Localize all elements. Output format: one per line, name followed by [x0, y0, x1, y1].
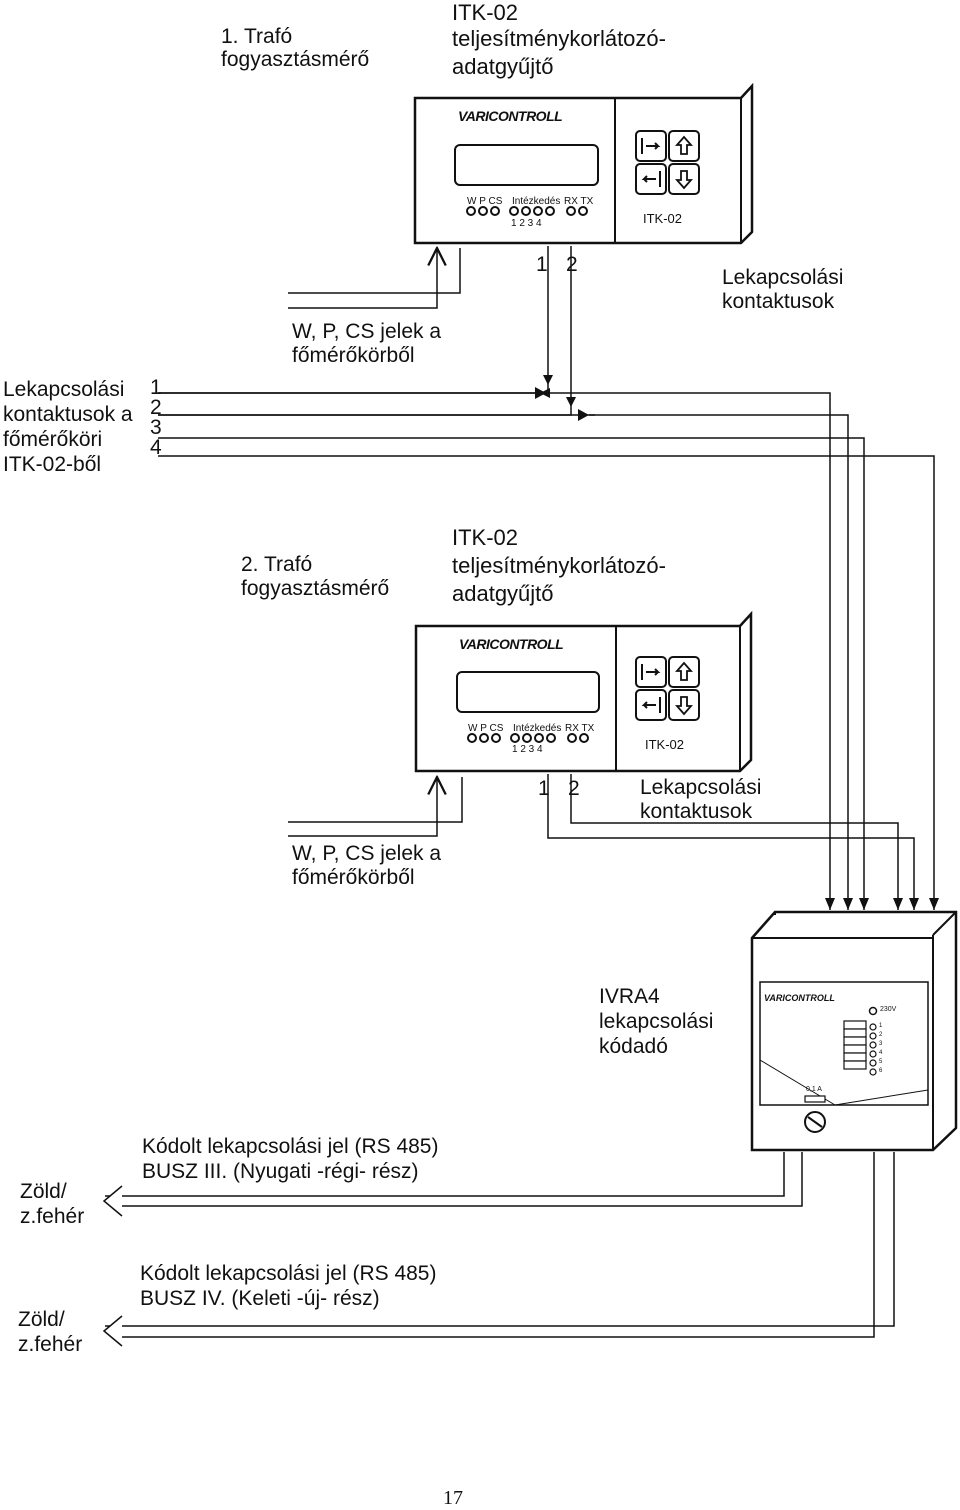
ivra-row-1: 1 — [879, 1023, 883, 1029]
brand-logo-1: VARICONTROLL — [458, 108, 563, 124]
display-1 — [454, 144, 599, 186]
model-label-1: ITK-02 — [643, 211, 683, 226]
ivra-row-6: 6 — [879, 1068, 883, 1074]
nav-buttons-2 — [635, 656, 700, 721]
led-numbers-1: 1 2 3 4 — [511, 218, 542, 229]
itk2-title: ITK-02 — [452, 525, 519, 550]
trafo2-title: 2. Trafó — [241, 553, 313, 576]
line-num-1: 1 — [150, 376, 162, 399]
signals2-line1: W, P, CS jelek a — [292, 842, 442, 865]
ivra4-unit — [750, 910, 958, 1152]
bus4-color1: Zöld/ — [18, 1308, 65, 1331]
contact2-2-num: 2 — [568, 777, 580, 800]
itk02-unit-2 — [414, 610, 753, 773]
contacts2-line2: kontaktusok — [640, 800, 753, 823]
nav-buttons-1 — [635, 130, 700, 195]
ivra-line3: kódadó — [599, 1035, 668, 1058]
main-contacts-line2: kontaktusok a — [3, 403, 133, 426]
ivra-row-3: 3 — [879, 1041, 883, 1047]
itk1-line3: adatgyűjtő — [452, 54, 554, 79]
led-label-wpcs-1: W P CS — [467, 196, 503, 207]
bus3-line1: Kódolt lekapcsolási jel (RS 485) — [142, 1135, 439, 1158]
led-label-wpcs-2: W P CS — [468, 723, 504, 734]
page-number: 17 — [443, 1487, 463, 1509]
signals2-line2: főmérőkörből — [292, 866, 415, 889]
trafo2-subtitle: fogyasztásmérő — [241, 577, 390, 600]
itk1-title: ITK-02 — [452, 0, 519, 25]
bus3-color2: z.fehér — [20, 1205, 85, 1228]
signals1-line1: W, P, CS jelek a — [292, 320, 442, 343]
main-contacts-line1: Lekapcsolási — [3, 378, 125, 401]
ivra-230v: 230V — [880, 1006, 897, 1013]
contact2-num: 2 — [566, 253, 578, 276]
model-label-2: ITK-02 — [645, 737, 685, 752]
display-2 — [456, 671, 600, 713]
line-num-4: 4 — [150, 436, 162, 459]
brand-logo-2: VARICONTROLL — [459, 636, 564, 652]
ivra-switches — [843, 1020, 867, 1070]
main-contacts-line3: főmérőköri — [3, 428, 103, 451]
contacts2-line1: Lekapcsolási — [640, 776, 762, 799]
bus4-line1: Kódolt lekapcsolási jel (RS 485) — [140, 1262, 437, 1285]
ivra-title: IVRA4 — [599, 985, 660, 1008]
itk02-unit-1 — [413, 82, 754, 245]
led-label-intez-1: Intézkedés — [512, 196, 561, 207]
led-label-intez-2: Intézkedés — [513, 723, 562, 734]
ivra-row-4: 4 — [879, 1050, 883, 1056]
itk2-line3: adatgyűjtő — [452, 581, 554, 606]
bus3-line2: BUSZ III. (Nyugati -régi- rész) — [142, 1160, 419, 1183]
fuse-icon — [804, 1095, 826, 1103]
signals1-line2: főmérőkörből — [292, 344, 415, 367]
main-contacts-line4: ITK-02-ből — [3, 453, 102, 476]
ivra-row-5: 5 — [879, 1059, 883, 1065]
line-num-2: 2 — [150, 396, 162, 419]
line-num-3: 3 — [150, 416, 162, 439]
contacts1-line2: kontaktusok — [722, 290, 835, 313]
ivra-brand-logo: VARICONTROLL — [764, 993, 835, 1003]
trafo1-title: 1. Trafó — [221, 25, 293, 48]
bus3-color1: Zöld/ — [20, 1180, 67, 1203]
ivra-row-2: 2 — [879, 1032, 883, 1038]
leds-1 — [466, 206, 588, 216]
bus4-color2: z.fehér — [18, 1333, 83, 1356]
bus4-line2: BUSZ IV. (Keleti -új- rész) — [140, 1287, 380, 1310]
led-label-rxtx-1: RX TX — [564, 196, 594, 207]
contacts1-line1: Lekapcsolási — [722, 266, 844, 289]
trafo1-subtitle: fogyasztásmérő — [221, 48, 370, 71]
contact2-1-num: 1 — [538, 777, 550, 800]
contact1-num: 1 — [536, 253, 548, 276]
ivra-line2: lekapcsolási — [599, 1010, 714, 1033]
itk1-line2: teljesítménykorlátozó- — [452, 26, 666, 51]
ivra-fuse-label: 0,1 A — [806, 1086, 822, 1093]
led-label-rxtx-2: RX TX — [565, 723, 595, 734]
itk2-line2: teljesítménykorlátozó- — [452, 553, 666, 578]
leds-2 — [467, 733, 589, 743]
led-numbers-2: 1 2 3 4 — [512, 744, 543, 755]
